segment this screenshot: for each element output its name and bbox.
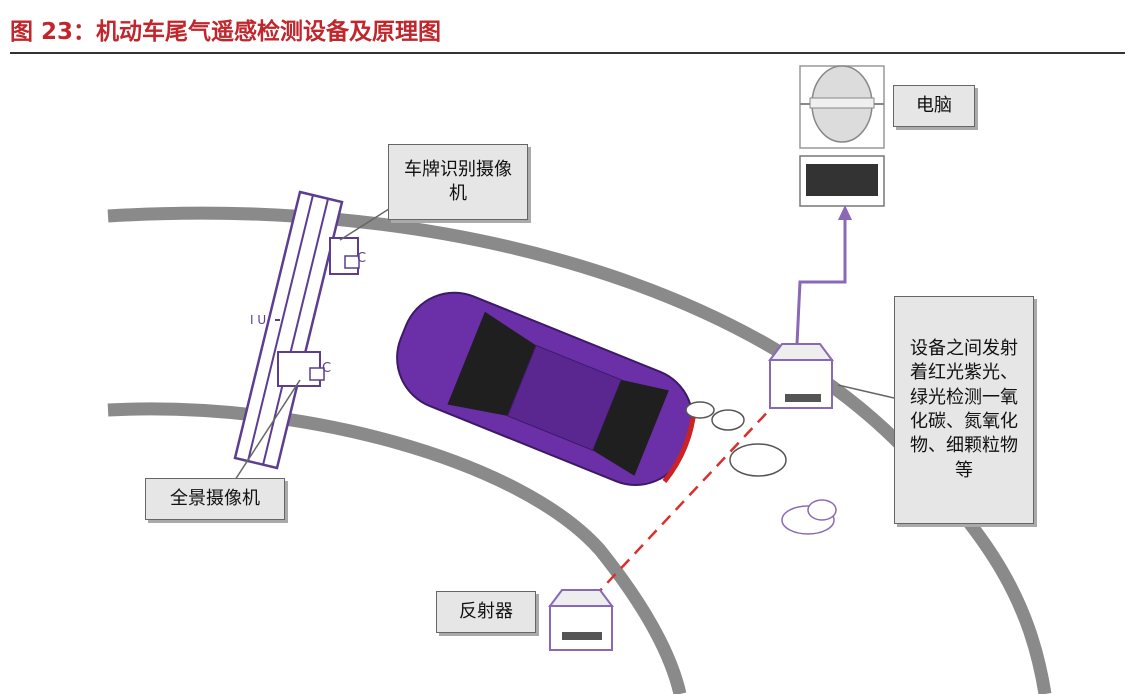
panorama-camera-label: 全景摄像机 bbox=[145, 478, 285, 520]
plate-camera-leader bbox=[339, 206, 393, 241]
plate-camera-icon: C bbox=[329, 237, 366, 275]
emitter-device-icon bbox=[768, 343, 834, 409]
plate-camera-label: 车牌识别摄像机 bbox=[388, 144, 528, 220]
panorama-camera-leader bbox=[234, 379, 301, 481]
computer-monitor-icon bbox=[799, 65, 885, 149]
computer-label: 电脑 bbox=[893, 85, 975, 127]
keyboard-icon bbox=[799, 155, 885, 207]
emitter-leader bbox=[837, 384, 895, 399]
exhaust-cloud-drifting bbox=[781, 499, 837, 535]
panorama-camera-icon: C bbox=[277, 351, 331, 387]
laser-beam bbox=[579, 371, 806, 613]
data-link-line bbox=[795, 212, 847, 345]
svg-text:C: C bbox=[322, 361, 331, 376]
svg-text:I U: I U bbox=[250, 313, 266, 327]
emitter-description-label: 设备之间发射着红光紫光、绿光检测一氧化碳、氮氧化物、细颗粒物等 bbox=[894, 296, 1034, 524]
reflector-device-icon bbox=[548, 589, 614, 651]
title-divider bbox=[10, 52, 1125, 54]
exhaust-cloud-small bbox=[685, 401, 787, 477]
data-link-arrow bbox=[838, 205, 852, 220]
car-icon bbox=[396, 291, 697, 487]
figure-title: 图 23：机动车尾气遥感检测设备及原理图 bbox=[10, 19, 442, 45]
svg-text:C: C bbox=[357, 251, 366, 266]
reflector-label: 反射器 bbox=[436, 591, 536, 633]
